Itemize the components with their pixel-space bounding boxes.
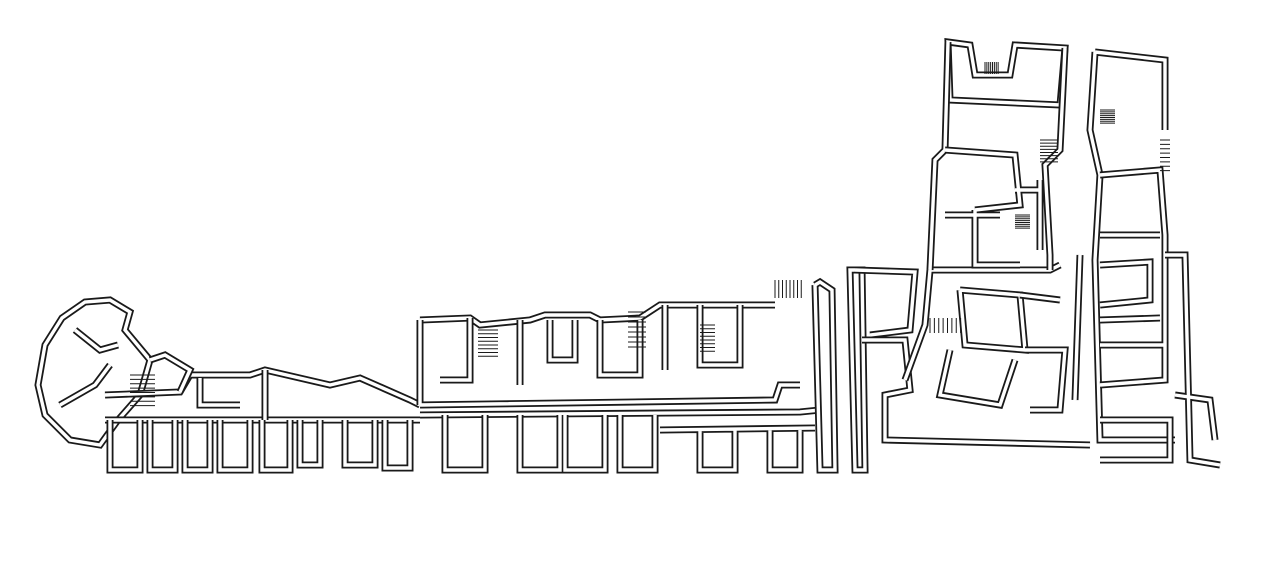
wall-segment (59, 328, 119, 407)
wall-segment (149, 353, 267, 420)
wall-segment (148, 351, 269, 420)
wall-segment (813, 279, 837, 472)
wall-segment (944, 148, 1042, 267)
wall-segment (946, 40, 1067, 107)
staircases (130, 62, 1170, 407)
wall-segment (108, 420, 412, 472)
wall-segment (1099, 168, 1167, 387)
wall-segment (419, 408, 821, 417)
wall-segment (854, 268, 1091, 447)
staircase-icon (1160, 139, 1170, 172)
staircase-icon (1100, 109, 1115, 124)
staircase-icon (130, 374, 155, 407)
staircase-icon (700, 324, 715, 352)
wall-segment (440, 305, 742, 385)
wall-segment (1099, 166, 1169, 389)
staircase-icon (929, 318, 962, 333)
wall-segment (1100, 418, 1172, 462)
wall-segment (441, 415, 816, 474)
wall-segment (443, 415, 816, 472)
wall-segment (1165, 253, 1221, 467)
staircase-icon (478, 329, 498, 357)
wall-segment (1088, 50, 1175, 442)
wall-segment (928, 41, 950, 271)
staircase-icon (628, 311, 646, 348)
wall-segment (419, 303, 775, 327)
staircase-icon (984, 62, 999, 74)
wall-outlines (34, 37, 1221, 474)
staircase-icon (774, 280, 802, 298)
staircase-icon (1015, 214, 1030, 229)
wall-segment (418, 320, 800, 407)
staircase-icon (1040, 139, 1058, 163)
wall-segment (1043, 47, 1067, 270)
wall-segment (36, 298, 152, 447)
wall-segment (106, 420, 414, 474)
wall-segment (937, 254, 1082, 412)
